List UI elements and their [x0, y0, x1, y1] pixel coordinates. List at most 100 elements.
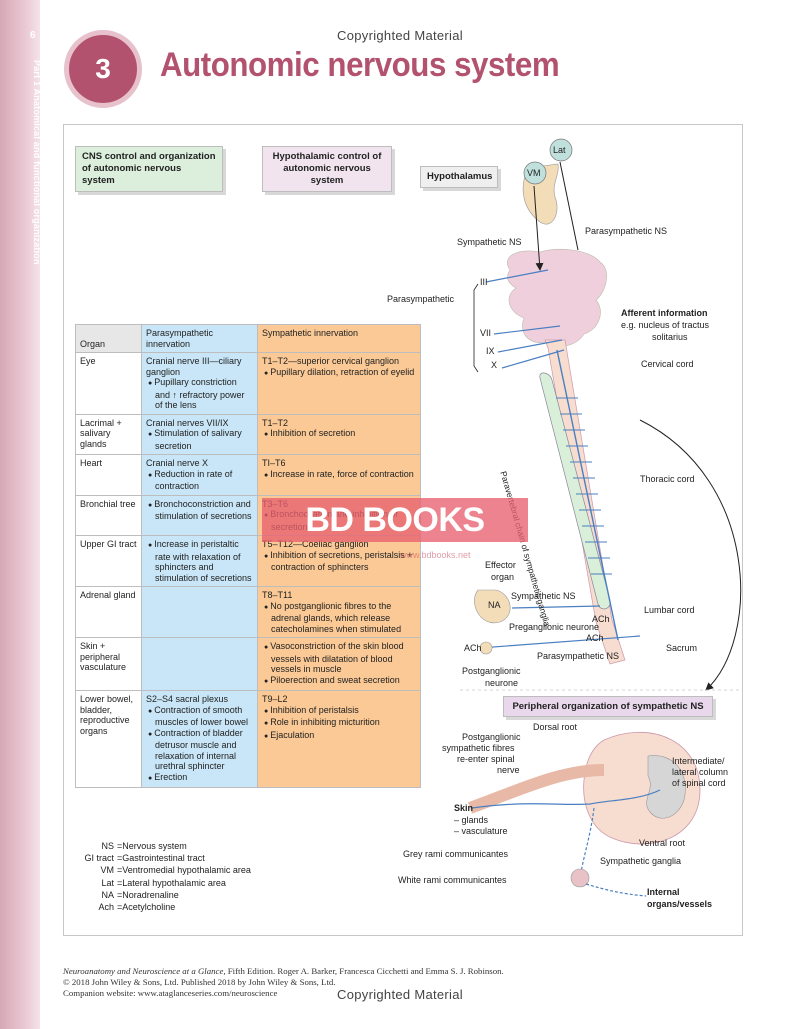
watermark: BD BOOKS	[262, 498, 528, 542]
table-row: Skin + peripheral vasculatureVasoconstri…	[75, 637, 421, 691]
ach-left-label: ACh	[464, 643, 482, 653]
internal-organs-1: Internal	[647, 887, 680, 897]
sym-bullet: Role in inhibiting micturition	[262, 717, 416, 730]
para-neurone-line	[479, 635, 641, 649]
nerve-x-line	[501, 349, 565, 369]
lat-label: Lat	[553, 145, 566, 155]
legend-text: Gastrointestinal tract	[122, 853, 205, 864]
symp-neurone-line	[511, 605, 601, 609]
page-sidebar	[0, 0, 40, 1029]
header-parasympathetic: Parasympathetic innervation	[141, 324, 258, 353]
sympathetic-cell: T5–T12—Coeliac ganglionInhibition of sec…	[257, 535, 421, 587]
skin-label: Skin	[454, 803, 474, 813]
sacrum-label: Sacrum	[666, 643, 698, 653]
organ-cell: Upper GI tract	[75, 535, 142, 587]
parasympathetic-cell: Increase in peristaltic rate with relaxa…	[141, 535, 258, 587]
legend-item: GI tract= Gastrointestinal tract	[75, 852, 263, 864]
preganglionic-label: Preganglionic neurone	[509, 622, 600, 632]
white-rami-label: White rami communicantes	[398, 875, 507, 885]
sym-bullet: Vasoconstriction of the skin blood vesse…	[262, 641, 416, 675]
sym-bullet: Piloerection and sweat secretion	[262, 675, 416, 688]
legend-abbr: NS	[101, 841, 114, 851]
para-bullet: Reduction in rate of contraction	[146, 469, 253, 492]
legend-equals: =	[117, 902, 123, 913]
para-bullet: Contraction of bladder detrusor muscle a…	[146, 728, 253, 772]
cns-control-box: CNS control and organization of autonomi…	[75, 146, 223, 192]
sym-bullet: No postganglionic fibres to the adrenal …	[262, 601, 416, 635]
legend-equals: =	[117, 841, 123, 851]
sympathetic-ganglia-label: Sympathetic ganglia	[600, 856, 682, 866]
postganglionic-label-2: neurone	[485, 678, 519, 688]
legend-abbr: NA	[101, 889, 114, 900]
watermark-url: www.bdbooks.net	[400, 550, 471, 560]
chapter-title: Autonomic nervous system	[160, 46, 560, 84]
legend-text: Nervous system	[122, 841, 187, 851]
header-sympathetic: Sympathetic innervation	[257, 324, 421, 353]
dorsal-root-label: Dorsal root	[533, 722, 578, 732]
legend-item: VM= Ventromedial hypothalamic area	[75, 864, 263, 876]
sym-head: T1–T2—superior cervical ganglion	[262, 356, 400, 366]
sympathetic-cell: T1–T2Inhibition of secretion	[257, 413, 421, 455]
legend-text: Ventromedial hypothalamic area	[122, 865, 251, 876]
sym-bullet: Pupillary dilation, retraction of eyelid	[262, 367, 416, 380]
caption-authors: Fifth Edition. Roger A. Barker, Francesc…	[225, 966, 504, 976]
legend-equals: =	[117, 877, 123, 888]
legend-text: Noradrenaline	[122, 889, 179, 900]
skin-glands-label: – glands	[454, 815, 489, 825]
table-row: Upper GI tractIncrease in peristaltic ra…	[75, 535, 421, 587]
copyright-top: Copyrighted Material	[337, 28, 463, 43]
ventral-root-label: Ventral root	[639, 838, 686, 848]
sympathetic-cell: T1–T2—superior cervical ganglionPupillar…	[257, 352, 421, 415]
skin-vasculature-label: – vasculature	[454, 826, 508, 836]
brainstem	[507, 248, 607, 347]
organ-cell: Lower bowel, bladder, reproductive organ…	[75, 690, 142, 788]
sym-bullet: Inhibition of secretion	[262, 428, 416, 441]
para-bullet: Contraction of smooth muscles of lower b…	[146, 705, 253, 728]
internal-organs-fibre	[585, 883, 647, 897]
sym-head: T1–T2	[262, 417, 289, 428]
parasympathetic-ns-2-label: Parasympathetic NS	[537, 651, 620, 661]
sym-head: T9–L2	[262, 694, 288, 704]
legend-abbr: Lat	[101, 877, 114, 888]
legend-abbr: GI tract	[84, 853, 114, 864]
nerve-vii-line	[493, 325, 561, 335]
lumbar-cord-label: Lumbar cord	[644, 605, 695, 615]
para-tract-arrow	[559, 161, 579, 251]
caption-line-1: Neuroanatomy and Neuroscience at a Glanc…	[63, 966, 743, 977]
legend-equals: =	[117, 889, 123, 900]
copyright-bottom: Copyrighted Material	[337, 987, 463, 1002]
vm-circle	[523, 161, 547, 185]
para-bracket	[473, 283, 479, 373]
postganglionic-ganglion	[479, 641, 493, 655]
legend-item: NA= Noradrenaline	[75, 889, 263, 901]
hypothalamus-box: Hypothalamus	[420, 166, 498, 188]
organ-cell: Heart	[75, 454, 142, 496]
para-bullet: Erection	[146, 772, 253, 785]
nerve-vii-label: VII	[480, 328, 492, 338]
legend-abbr: Ach	[98, 902, 114, 913]
part-title: Part 1 Anatomical and functional organiz…	[32, 60, 42, 265]
vm-label: VM	[527, 168, 541, 178]
nerve-x-label: X	[491, 360, 498, 370]
spinal-nerve	[467, 764, 605, 814]
postgang-fibres-3: re-enter spinal	[457, 754, 515, 764]
table-row: Lower bowel, bladder, reproductive organ…	[75, 690, 421, 788]
page-number: 6	[30, 30, 36, 41]
chapter-number-text: 3	[95, 53, 111, 84]
ach-top-label: ACh	[592, 614, 610, 624]
sym-head: T5–T12—Coeliac ganglion	[262, 539, 369, 549]
sym-bullet: Inhibition of secretions, peristalsis + …	[262, 550, 416, 573]
legend-equals: =	[117, 853, 123, 864]
afferent-sub2: solitarius	[652, 332, 688, 342]
parasympathetic-ns-label: Parasympathetic NS	[585, 226, 668, 236]
sympathetic-ganglion-shape	[570, 868, 590, 888]
header-organ: Organ	[75, 324, 142, 353]
nerve-ix-line	[497, 339, 563, 353]
postganglionic-label-1: Postganglionic	[462, 666, 521, 676]
para-bullet: Bronchoconstriction and stimulation of s…	[146, 499, 253, 522]
para-head: Cranial nerve III—ciliary ganglion	[146, 356, 242, 377]
thoracic-cord-label: Thoracic cord	[640, 474, 695, 484]
